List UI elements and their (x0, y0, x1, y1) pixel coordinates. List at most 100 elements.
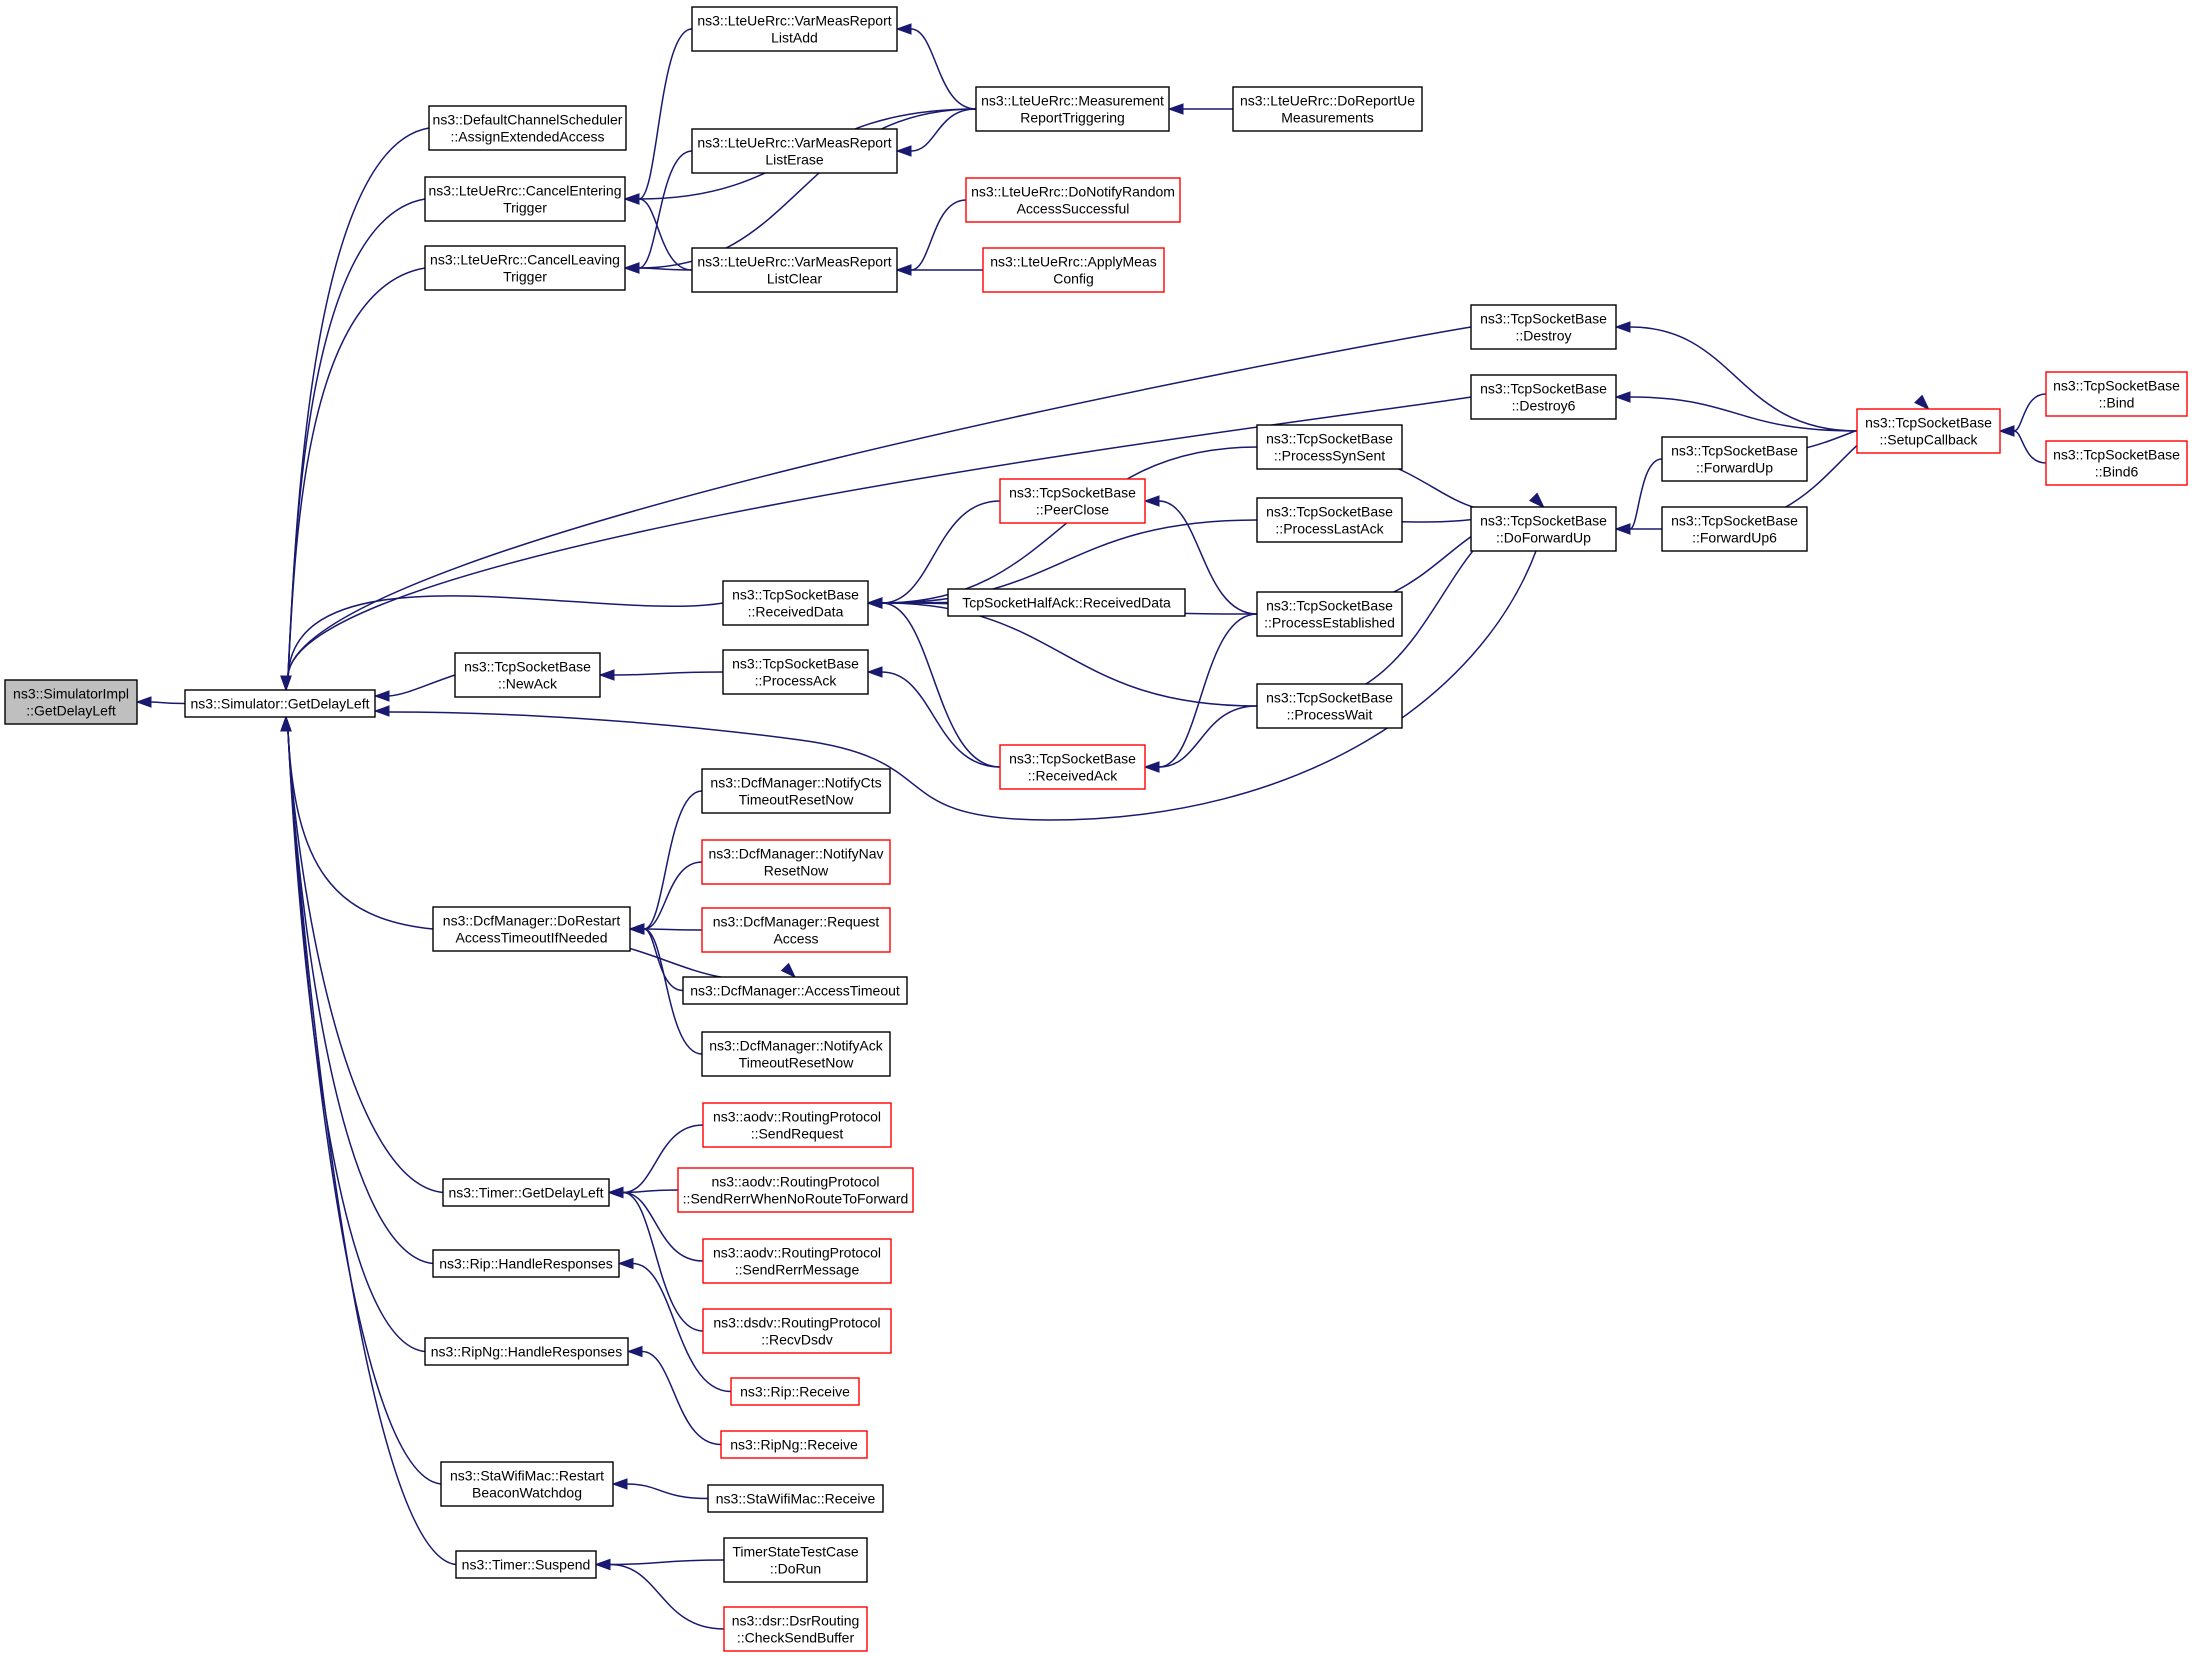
graph-node-label: ::RecvDsdv (761, 1332, 833, 1348)
call-edge (1998, 425, 2047, 464)
graph-node[interactable]: ns3::TcpSocketBase::ProcessLastAck (1256, 497, 1403, 543)
graph-node-label: ns3::dsdv::RoutingProtocol (713, 1315, 880, 1331)
graph-node[interactable]: ns3::LteUeRrc::DoNotifyRandomAccessSucce… (965, 177, 1181, 223)
graph-node-label: ::ProcessEstablished (1264, 615, 1395, 631)
call-edge (623, 193, 693, 271)
graph-node-label: ns3::RipNg::HandleResponses (431, 1344, 622, 1360)
graph-node[interactable]: ns3::DcfManager::DoRestartAccessTimeoutI… (432, 906, 631, 952)
graph-node-label: ns3::RipNg::Receive (730, 1437, 858, 1453)
graph-node-box (682, 976, 908, 1005)
graph-node-label: ::NewAck (498, 676, 558, 692)
call-edge-arrowhead (280, 675, 292, 692)
graph-node[interactable]: TcpSocketHalfAck::ReceivedData (947, 588, 1186, 617)
graph-node[interactable]: ns3::TcpSocketBase::ReceivedData (722, 580, 869, 626)
graph-node-label: ns3::LteUeRrc::CancelLeaving (430, 252, 620, 268)
call-edge-arrowhead (1614, 391, 1631, 403)
graph-node-label: ::ForwardUp6 (1692, 530, 1777, 546)
call-edge-arrowhead (626, 1345, 643, 1358)
graph-node[interactable]: ns3::DefaultChannelScheduler::AssignExte… (428, 105, 627, 151)
graph-node[interactable]: ns3::TcpSocketBase::ProcessWait (1256, 683, 1403, 729)
call-edge (1614, 458, 1663, 535)
graph-node[interactable]: ns3::TcpSocketBase::ForwardUp6 (1661, 506, 1808, 552)
call-edge (280, 715, 434, 1265)
graph-node-label: AccessTimeoutIfNeeded (456, 930, 608, 946)
call-edge-arrowhead (866, 597, 883, 609)
graph-node[interactable]: ns3::Simulator::GetDelayLeft (184, 689, 376, 718)
graph-node[interactable]: ns3::LteUeRrc::MeasurementReportTriggeri… (975, 86, 1170, 132)
graph-node[interactable]: ns3::Rip::Receive (730, 1377, 860, 1406)
call-edge-arrowhead (607, 1186, 624, 1199)
graph-node[interactable]: ns3::TcpSocketBase::ForwardUp (1661, 436, 1808, 482)
graph-node[interactable]: ns3::TcpSocketBase::Destroy (1470, 304, 1617, 350)
graph-node[interactable]: ns3::TcpSocketBase::ProcessEstablished (1256, 591, 1403, 637)
graph-node-box (442, 1178, 610, 1207)
graph-node-label: ::PeerClose (1036, 502, 1109, 518)
call-edge-line (881, 500, 1001, 604)
call-edge-line (287, 730, 426, 1353)
graph-node[interactable]: ns3::TcpSocketBase::ProcessAck (722, 649, 869, 695)
graph-node[interactable]: ns3::Timer::GetDelayLeft (442, 1178, 610, 1207)
call-edge (1614, 321, 1858, 432)
graph-node[interactable]: ns3::DcfManager::NotifyCtsTimeoutResetNo… (701, 768, 891, 814)
call-edge-line (287, 730, 444, 1194)
graph-node-label: ns3::DcfManager::NotifyCts (710, 775, 881, 791)
graph-node-label: ns3::TcpSocketBase (1671, 513, 1798, 529)
graph-node[interactable]: ns3::aodv::RoutingProtocol::SendRerrWhen… (677, 1167, 914, 1213)
call-edge-line (910, 108, 977, 152)
graph-node-box (701, 768, 891, 814)
graph-node[interactable]: ns3::TcpSocketBase::DoForwardUp (1470, 506, 1617, 552)
graph-node[interactable]: ns3::Rip::HandleResponses (432, 1249, 620, 1278)
graph-node[interactable]: ns3::SimulatorImpl::GetDelayLeft (4, 679, 138, 725)
graph-node[interactable]: ns3::RipNg::Receive (720, 1430, 868, 1459)
graph-node[interactable]: ns3::aodv::RoutingProtocol::SendRerrMess… (702, 1238, 892, 1284)
graph-node-label: ns3::LteUeRrc::DoNotifyRandom (971, 184, 1175, 200)
graph-node[interactable]: ns3::TcpSocketBase::Destroy6 (1470, 374, 1617, 420)
call-edge (626, 1345, 722, 1446)
graph-node[interactable]: ns3::TcpSocketBase::ProcessSynSent (1256, 424, 1403, 470)
graph-node-label: ListAdd (771, 30, 818, 46)
graph-node-label: ::DoForwardUp (1496, 530, 1591, 546)
graph-node-box (947, 588, 1186, 617)
graph-node[interactable]: ns3::StaWifiMac::Receive (707, 1484, 884, 1513)
graph-node[interactable]: ns3::TcpSocketBase::Bind (2045, 371, 2188, 417)
graph-node[interactable]: ns3::aodv::RoutingProtocol::SendRequest (702, 1102, 892, 1148)
graph-node[interactable]: ns3::dsr::DsrRouting::CheckSendBuffer (723, 1606, 868, 1652)
graph-node-box (1256, 591, 1403, 637)
graph-node[interactable]: ns3::TcpSocketBase::SetupCallback (1856, 408, 2001, 454)
call-edge-line (643, 861, 703, 930)
graph-node[interactable]: ns3::DcfManager::NotifyAckTimeoutResetNo… (701, 1031, 891, 1077)
graph-node[interactable]: ns3::TcpSocketBase::NewAck (454, 652, 601, 698)
graph-node[interactable]: TimerStateTestCase::DoRun (723, 1537, 868, 1583)
graph-node[interactable]: ns3::TcpSocketBase::ReceivedAck (999, 744, 1146, 790)
graph-node-box (1470, 374, 1617, 420)
graph-node[interactable]: ns3::TcpSocketBase::Bind6 (2045, 440, 2188, 486)
graph-node[interactable]: ns3::DcfManager::AccessTimeout (682, 976, 908, 1005)
graph-node[interactable]: ns3::dsdv::RoutingProtocol::RecvDsdv (702, 1308, 892, 1354)
graph-node-label: ::ForwardUp (1696, 460, 1773, 476)
graph-node-box (730, 1377, 860, 1406)
graph-node[interactable]: ns3::TcpSocketBase::PeerClose (999, 478, 1146, 524)
graph-node-label: ListClear (767, 271, 823, 287)
graph-node[interactable]: ns3::RipNg::HandleResponses (424, 1337, 629, 1366)
call-edge-line (643, 928, 703, 931)
call-edge (623, 150, 693, 274)
graph-node-label: ns3::DefaultChannelScheduler (433, 112, 623, 128)
graph-node[interactable]: ns3::Timer::Suspend (455, 1550, 597, 1579)
graph-node-box (691, 247, 898, 293)
call-edge-line (622, 1191, 704, 1332)
graph-node-box (1856, 408, 2001, 454)
graph-node-label: ns3::TcpSocketBase (1266, 690, 1393, 706)
call-edge-line (287, 730, 457, 1566)
graph-node-label: ::SetupCallback (1879, 432, 1978, 448)
graph-node-box (702, 1102, 892, 1148)
